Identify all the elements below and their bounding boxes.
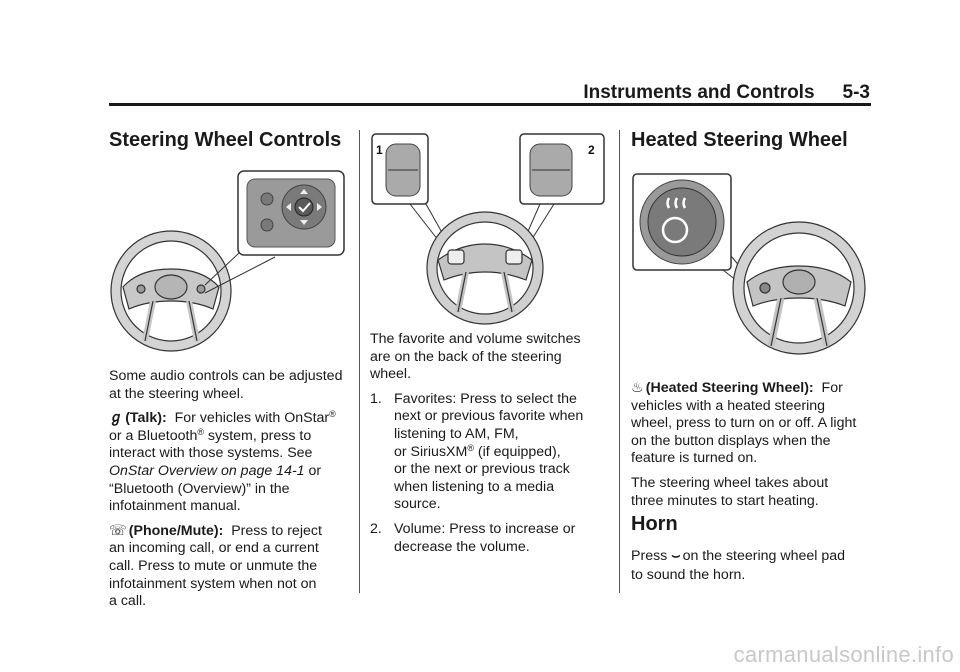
column-3-text-top: ♨(Heated Steering Wheel): For vehicles w… — [631, 380, 871, 517]
onstar-reference-link[interactable]: OnStar Overview on page 14-1 — [109, 462, 305, 479]
steering-wheel-drawing-heated — [732, 221, 866, 355]
list-item-favorites: 1. Favorites: Press to select the next o… — [370, 390, 584, 513]
page-number: 5-3 — [842, 82, 870, 103]
audio-intro: Some audio controls can be adjusted at t… — [109, 368, 343, 402]
callout-2: 2 — [588, 143, 595, 157]
switches-intro: The favorite and volume switches are on … — [370, 331, 581, 383]
figure-steering-wheel-controls — [110, 170, 345, 352]
column-divider-right — [619, 130, 620, 593]
switch-list: 1. Favorites: Press to select the next o… — [370, 391, 616, 556]
favorites-switch-zoom: 1 — [371, 133, 429, 205]
control-pad-zoom — [237, 170, 345, 256]
callout-1: 1 — [376, 143, 383, 157]
steering-wheel-rear-drawing — [426, 211, 544, 325]
list-item-volume: 2. Volume: Press to increase or decrease… — [370, 520, 576, 555]
column-divider-left — [359, 130, 360, 593]
horn-icon: ⌣ — [671, 548, 681, 564]
talk-description: ℊ(Talk): For vehicles with OnStar® or a … — [109, 409, 336, 515]
warmup-note: The steering wheel takes about three min… — [631, 474, 829, 509]
header-rule — [109, 103, 871, 106]
volume-switch-zoom: 2 — [519, 133, 605, 205]
horn-description: Press ⌣on the steering wheel pad to soun… — [631, 548, 846, 583]
figure-heated-steering-wheel — [632, 173, 866, 355]
watermark: carmanualsonline.info — [733, 642, 954, 667]
steering-wheel-drawing — [110, 230, 232, 352]
heated-wheel-description: ♨(Heated Steering Wheel): For vehicles w… — [631, 380, 857, 467]
heading-heated-steering-wheel: Heated Steering Wheel — [631, 129, 848, 151]
heading-steering-wheel-controls: Steering Wheel Controls — [109, 129, 342, 151]
heated-button-zoom — [632, 173, 732, 271]
column-2-text: The favorite and volume switches are on … — [370, 331, 616, 563]
running-header: Instruments and Controls 5-3 — [560, 82, 870, 104]
figure-rear-wheel-switches: 1 2 — [371, 133, 605, 325]
heading-horn: Horn — [631, 513, 678, 535]
talk-icon: ℊ — [109, 410, 124, 427]
column-3-text-horn: Press ⌣on the steering wheel pad to soun… — [631, 547, 871, 592]
phone-mute-description: ☏(Phone/Mute): Press to reject an incomi… — [109, 522, 322, 610]
header-section: Instruments and Controls — [583, 82, 815, 103]
phone-mute-icon: ☏ — [109, 522, 127, 539]
column-1-text: Some audio controls can be adjusted at t… — [109, 368, 355, 618]
heated-steering-wheel-icon: ♨ — [631, 380, 644, 396]
